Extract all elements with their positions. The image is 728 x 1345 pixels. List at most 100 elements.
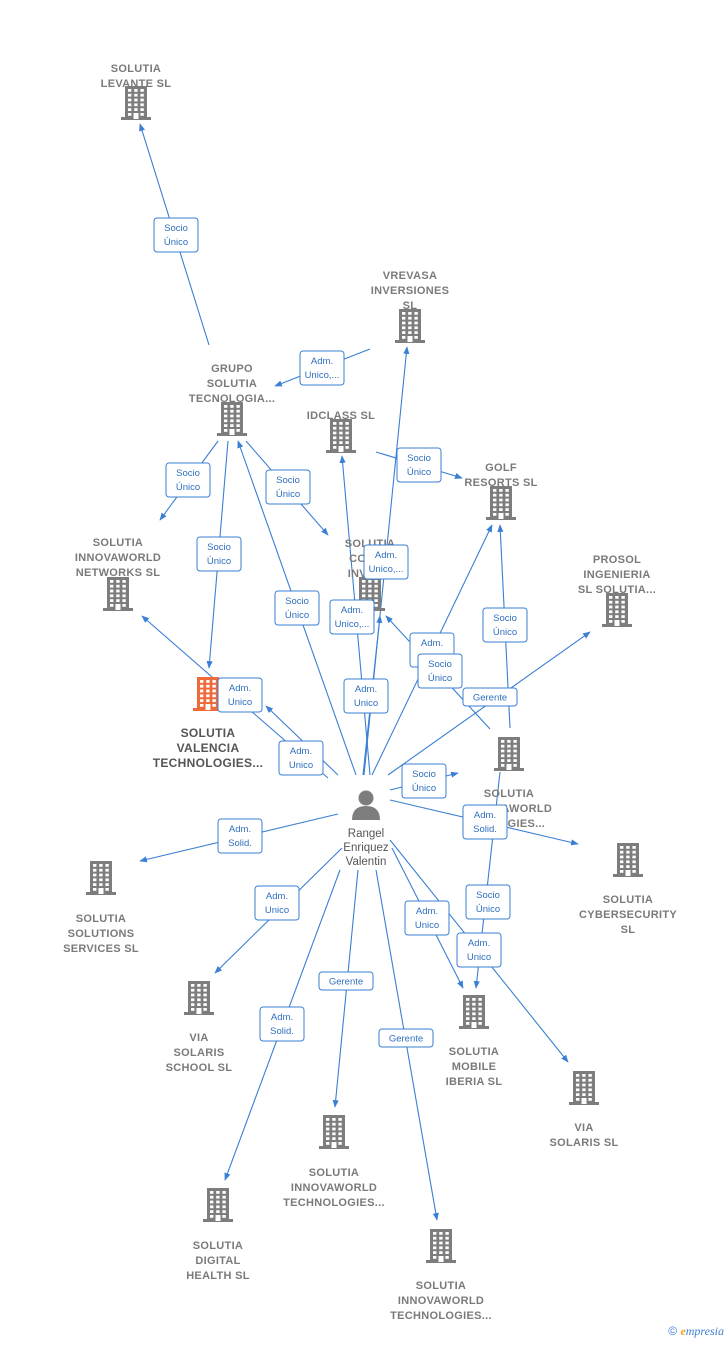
relation-label-box[interactable] [217, 677, 263, 713]
relation-label-box[interactable] [278, 740, 324, 776]
relation-label-box[interactable] [465, 884, 511, 920]
building-window [216, 1200, 220, 1204]
relation-label[interactable]: Adm.Unico [456, 932, 502, 968]
relation-label-box[interactable] [153, 217, 199, 253]
relation-label-text: Adm. [290, 746, 312, 757]
company-node-idclass[interactable]: IDCLASS SL [307, 410, 375, 453]
building-window [414, 321, 418, 325]
relation-label-box[interactable] [329, 599, 375, 635]
relation-label[interactable]: Adm.Unico [343, 678, 389, 714]
relation-label-box[interactable] [254, 885, 300, 921]
relation-label[interactable]: Adm.Unico [217, 677, 263, 713]
relation-label[interactable]: Adm.Unico [254, 885, 300, 921]
relation-label-box[interactable] [404, 900, 450, 936]
building-window [414, 331, 418, 334]
building-window [203, 984, 207, 987]
relation-label-box[interactable] [217, 818, 263, 854]
relation-label[interactable]: Gerente [462, 687, 518, 707]
building-window [466, 1012, 470, 1016]
relation-label-box[interactable] [396, 447, 442, 483]
relation-label-box[interactable] [482, 607, 528, 643]
relation-label-box[interactable] [299, 350, 345, 386]
relation-label-box[interactable] [401, 763, 447, 799]
relation-label-box[interactable] [363, 544, 409, 580]
building-window [222, 1200, 226, 1204]
building-window [191, 984, 195, 987]
relation-label[interactable]: Gerente [378, 1028, 434, 1048]
brand-logo[interactable]: empresia [680, 1324, 724, 1338]
building-window [216, 1210, 220, 1213]
relation-label-text: Socio [493, 613, 517, 624]
company-name-line: TECNOLOGIA... [189, 393, 275, 405]
company-node-solutia-innova-tech-3[interactable]: SOLUTIAINNOVAWORLDTECHNOLOGIES... [390, 1229, 492, 1322]
relation-label-box[interactable] [265, 469, 311, 505]
relation-label-box[interactable] [417, 653, 463, 689]
relation-label-box[interactable] [259, 1006, 305, 1042]
relation-label[interactable]: Adm.Solid. [259, 1006, 305, 1042]
building-icon [613, 843, 643, 877]
building-window [493, 508, 497, 511]
relation-label-text: Socio [285, 596, 309, 607]
building-window [439, 1241, 443, 1245]
building-window [105, 864, 109, 867]
relation-label[interactable]: Gerente [318, 971, 374, 991]
building-window [513, 764, 517, 767]
company-name-line: SOLUTIA [207, 378, 257, 390]
relation-label-box[interactable] [274, 590, 320, 626]
building-window [493, 503, 497, 507]
company-node-solutia-innova-tech-2[interactable]: SOLUTIAINNOVAWORLDTECHNOLOGIES... [283, 1115, 385, 1209]
company-name-line: MOBILE [452, 1061, 497, 1073]
relation-label[interactable]: Adm.Solid. [462, 804, 508, 840]
relation-label-box[interactable] [462, 687, 518, 707]
relation-label[interactable]: Adm.Unico,... [363, 544, 409, 580]
building-window [230, 405, 234, 408]
relation-label-box[interactable] [378, 1028, 434, 1048]
relation-label[interactable]: Adm.Unico [404, 900, 450, 936]
company-name-line: IBERIA SL [446, 1076, 503, 1088]
relation-label-box[interactable] [456, 932, 502, 968]
company-node-solutia-valencia[interactable]: SOLUTIAVALENCIATECHNOLOGIES... [153, 677, 264, 770]
relation-label-box[interactable] [318, 971, 374, 991]
building-window [222, 1215, 226, 1218]
relation-label-box[interactable] [462, 804, 508, 840]
relation-label-box[interactable] [343, 678, 389, 714]
building-window [99, 883, 103, 886]
footer-credit: © empresia [668, 1324, 724, 1339]
relation-label[interactable]: Adm.Unico [278, 740, 324, 776]
building-window [222, 1210, 226, 1213]
relation-label-box[interactable] [165, 462, 211, 498]
building-window [620, 865, 624, 868]
company-node-grupo-solutia[interactable]: GRUPOSOLUTIATECNOLOGIA... [189, 363, 275, 436]
relation-label[interactable]: Adm.Unico,... [329, 599, 375, 635]
relation-label-box[interactable] [196, 536, 242, 572]
relation-label[interactable]: Adm.Unico,... [299, 350, 345, 386]
building-window [445, 1256, 449, 1259]
building-icon [184, 981, 214, 1015]
building-window [212, 680, 216, 683]
relation-label[interactable]: Adm.Solid. [217, 818, 263, 854]
building-window [326, 1118, 330, 1121]
building-window [333, 431, 337, 435]
